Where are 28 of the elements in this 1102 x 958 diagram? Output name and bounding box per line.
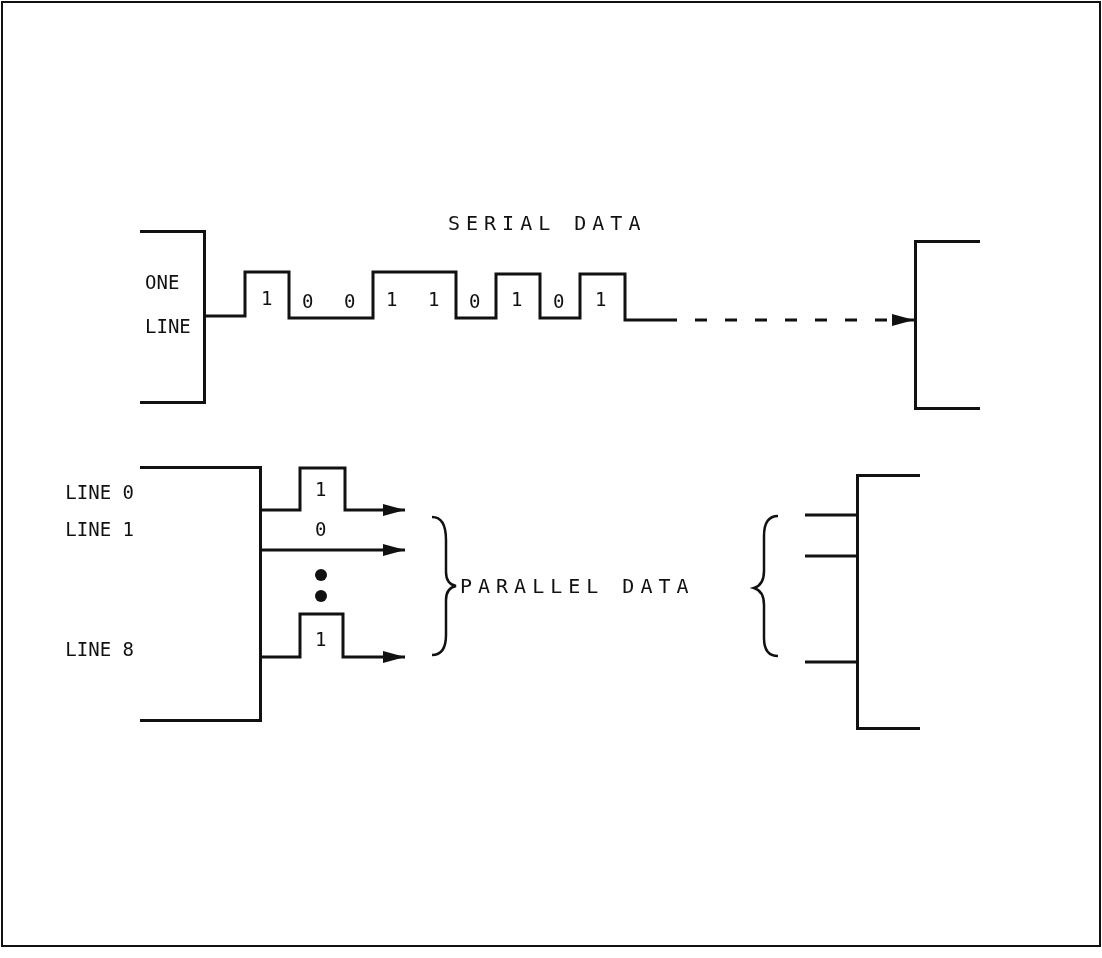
line-label: ONE LINE [145,270,192,339]
line-label: LINE 8 [65,640,134,659]
bracket-shape [914,240,980,410]
bit-value: 0 [344,292,356,311]
signal-arrow [262,544,405,556]
bit-value: 1 [315,480,327,499]
bit-value: 0 [553,292,565,311]
bit-value: 1 [511,290,523,309]
bit-value: 0 [315,520,327,539]
bracket-shape [856,474,920,730]
bit-value: 0 [469,292,481,311]
line-label: LINE 1 [65,520,134,539]
line-stub [805,660,856,664]
bracket-shape [140,230,206,404]
signal-caption: SERIAL DATA [448,213,647,233]
bit-value: 1 [315,630,327,649]
line-stub [805,513,856,517]
bit-value: 0 [302,292,314,311]
bit-value: 1 [595,290,607,309]
signal-caption: PARALLEL DATA [460,576,695,596]
line-label: LINE 0 [65,483,134,502]
bit-value: 1 [428,290,440,309]
bit-value: 1 [386,290,398,309]
bit-value: 1 [261,289,273,308]
line-stub [805,554,856,558]
signal-arrow [262,466,405,516]
serial-signal-arrow [206,270,914,326]
signal-arrow [262,612,405,663]
